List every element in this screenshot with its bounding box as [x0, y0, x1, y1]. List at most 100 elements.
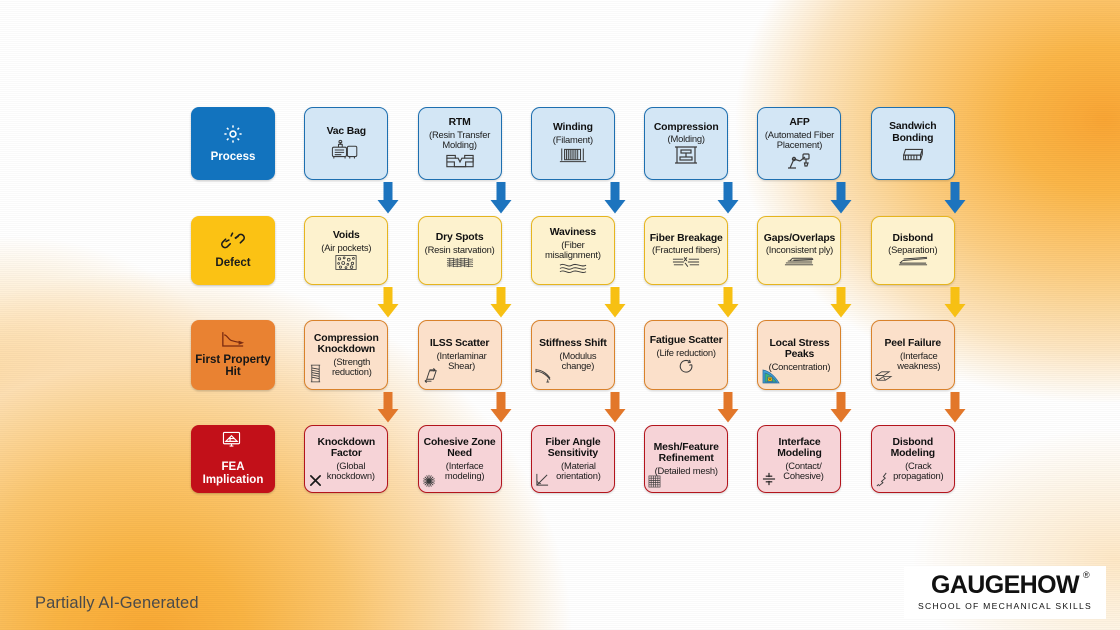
- row-process: Process Vac Bag RTM (Resin Transfer Mo: [191, 107, 991, 180]
- node-winding[interactable]: Winding (Filament): [530, 107, 615, 180]
- delamination-icon: [898, 256, 928, 268]
- node-dry-spots[interactable]: Dry Spots (Resin starvation): [417, 216, 502, 285]
- node-title: RTM: [448, 117, 471, 129]
- node-subtitle: (Modulus change): [559, 349, 597, 372]
- node-box[interactable]: Mesh/Feature Refinement (Detailed mesh): [644, 425, 729, 493]
- node-title: Interface Modeling: [777, 436, 822, 460]
- node-box[interactable]: Local Stress Peaks (Concentration): [757, 320, 842, 390]
- arrow-defect-to-property: [944, 287, 966, 318]
- row-label-process: Process: [191, 107, 275, 180]
- arrow-process-to-defect: [490, 182, 512, 214]
- arrow-defect-to-property: [717, 287, 739, 318]
- node-ilss-scatter[interactable]: ILSS Scatter (Interlaminar Shear): [417, 320, 502, 390]
- node-title: AFP: [789, 117, 810, 129]
- node-disbond-modeling[interactable]: Disbond Modeling (Crack propagation): [870, 425, 955, 493]
- node-box[interactable]: Fatigue Scatter (Life reduction): [644, 320, 729, 390]
- node-fiber-breakage[interactable]: Fiber Breakage (Fractured fibers): [644, 216, 729, 285]
- node-box[interactable]: RTM (Resin Transfer Molding): [417, 107, 502, 180]
- node-box[interactable]: Disbond (Separation): [870, 216, 955, 285]
- node-disbond[interactable]: Disbond (Separation): [870, 216, 955, 285]
- node-knockdown-factor[interactable]: Knockdown Factor (Global knockdown): [304, 425, 389, 493]
- fea-monitor-icon: [222, 431, 241, 448]
- porosity-icon: [334, 254, 358, 271]
- press-icon: [673, 145, 699, 165]
- row-label-text: Process: [210, 151, 256, 163]
- node-subtitle: (Interface modeling): [444, 459, 485, 481]
- arrow-process-to-defect: [604, 182, 626, 214]
- node-cohesive-zone-need[interactable]: Cohesive Zone Need (Interface modeling): [417, 425, 502, 493]
- node-mesh-feature-refinement[interactable]: Mesh/Feature Refinement (Detailed mesh): [644, 425, 729, 493]
- node-afp[interactable]: AFP (Automated Fiber Placement): [757, 107, 842, 180]
- node-subtitle: (Material orientation): [556, 459, 601, 481]
- node-rtm[interactable]: RTM (Resin Transfer Molding): [417, 107, 502, 180]
- node-vac-bag[interactable]: Vac Bag: [304, 107, 389, 180]
- multiply-icon: [309, 474, 322, 487]
- node-box[interactable]: Dry Spots (Resin starvation): [417, 216, 502, 285]
- node-subtitle: (Air pockets): [321, 241, 372, 253]
- node-title: Fiber Breakage: [649, 232, 723, 244]
- node-box[interactable]: Knockdown Factor (Global knockdown): [304, 425, 389, 493]
- node-subtitle: (Separation): [888, 244, 938, 256]
- node-title: Cohesive Zone Need: [423, 436, 496, 460]
- node-box[interactable]: Disbond Modeling (Crack propagation): [870, 425, 955, 493]
- beam-bending-icon: [535, 367, 552, 383]
- node-compression-knockdown[interactable]: Compression Knockdown (Strength reductio…: [304, 320, 389, 390]
- node-peel-failure[interactable]: Peel Failure (Interface weakness): [870, 320, 955, 390]
- node-title: Mesh/Feature Refinement: [653, 441, 719, 465]
- node-title: Disbond: [892, 232, 934, 244]
- node-box[interactable]: Vac Bag: [304, 107, 389, 180]
- node-box[interactable]: Compression (Molding): [644, 107, 729, 180]
- node-gaps-overlaps[interactable]: Gaps/Overlaps (Inconsistent ply): [757, 216, 842, 285]
- node-title: Voids: [332, 230, 360, 242]
- node-box[interactable]: Compression Knockdown (Strength reductio…: [304, 320, 389, 390]
- node-box[interactable]: Voids (Air pockets): [304, 216, 389, 285]
- node-box[interactable]: Stiffness Shift (Modulus change): [530, 320, 615, 390]
- node-title: Vac Bag: [326, 125, 367, 137]
- node-title: Waviness: [549, 227, 597, 239]
- node-subtitle: (Life reduction): [656, 346, 717, 358]
- node-compression[interactable]: Compression (Molding): [644, 107, 729, 180]
- node-stiffness-shift[interactable]: Stiffness Shift (Modulus change): [530, 320, 615, 390]
- node-voids[interactable]: Voids (Air pockets): [304, 216, 389, 285]
- arrow-defect-to-property: [604, 287, 626, 318]
- row-label-text: FEA Implication: [202, 461, 264, 487]
- row-label-first-property-hit: First Property Hit: [191, 320, 275, 390]
- node-interface-modeling[interactable]: Interface Modeling (Contact/ Cohesive): [757, 425, 842, 493]
- cyclic-loop-icon: [678, 359, 695, 375]
- gear-icon: [222, 123, 244, 149]
- node-box[interactable]: Waviness (Fiber misalignment): [530, 216, 615, 285]
- node-box[interactable]: ILSS Scatter (Interlaminar Shear): [417, 320, 502, 390]
- node-box[interactable]: Interface Modeling (Contact/ Cohesive): [757, 425, 842, 493]
- node-sandwich-bonding[interactable]: Sandwich Bonding: [870, 107, 955, 180]
- row-label-defect: Defect: [191, 216, 275, 285]
- node-box[interactable]: Winding (Filament): [530, 107, 615, 180]
- arrow-property-to-fea: [944, 392, 966, 423]
- node-subtitle: (Contact/ Cohesive): [783, 459, 824, 481]
- arrow-defect-to-property: [830, 287, 852, 318]
- node-fiber-angle-sensitivity[interactable]: Fiber Angle Sensitivity (Material orient…: [530, 425, 615, 493]
- node-box[interactable]: Cohesive Zone Need (Interface modeling): [417, 425, 502, 493]
- arrow-process-to-defect: [944, 182, 966, 214]
- node-box[interactable]: Peel Failure (Interface weakness): [870, 320, 955, 390]
- stress-contour-icon: [762, 367, 781, 384]
- arrow-property-to-fea: [490, 392, 512, 423]
- node-box[interactable]: Sandwich Bonding: [870, 107, 955, 180]
- mesh-grid-icon: [648, 475, 661, 488]
- robot-arm-icon: [786, 152, 812, 170]
- node-title: Sandwich Bonding: [889, 121, 937, 144]
- node-box[interactable]: Gaps/Overlaps (Inconsistent ply): [757, 216, 842, 285]
- node-box[interactable]: Fiber Angle Sensitivity (Material orient…: [530, 425, 615, 493]
- node-title: Local Stress Peaks: [769, 337, 830, 361]
- row-label-defect-box: Defect: [191, 216, 275, 285]
- node-title: Peel Failure: [884, 338, 942, 350]
- arrow-defect-to-property: [490, 287, 512, 318]
- node-waviness[interactable]: Waviness (Fiber misalignment): [530, 216, 615, 285]
- node-local-stress-peaks[interactable]: Local Stress Peaks (Concentration): [757, 320, 842, 390]
- node-subtitle: (Resin Transfer Molding): [429, 128, 491, 151]
- node-title: Fiber Angle Sensitivity: [545, 436, 601, 460]
- node-box[interactable]: AFP (Automated Fiber Placement): [757, 107, 842, 180]
- node-box[interactable]: Fiber Breakage (Fractured fibers): [644, 216, 729, 285]
- injection-mold-icon: [445, 152, 475, 170]
- node-fatigue-scatter[interactable]: Fatigue Scatter (Life reduction): [644, 320, 729, 390]
- arrow-property-to-fea: [604, 392, 626, 423]
